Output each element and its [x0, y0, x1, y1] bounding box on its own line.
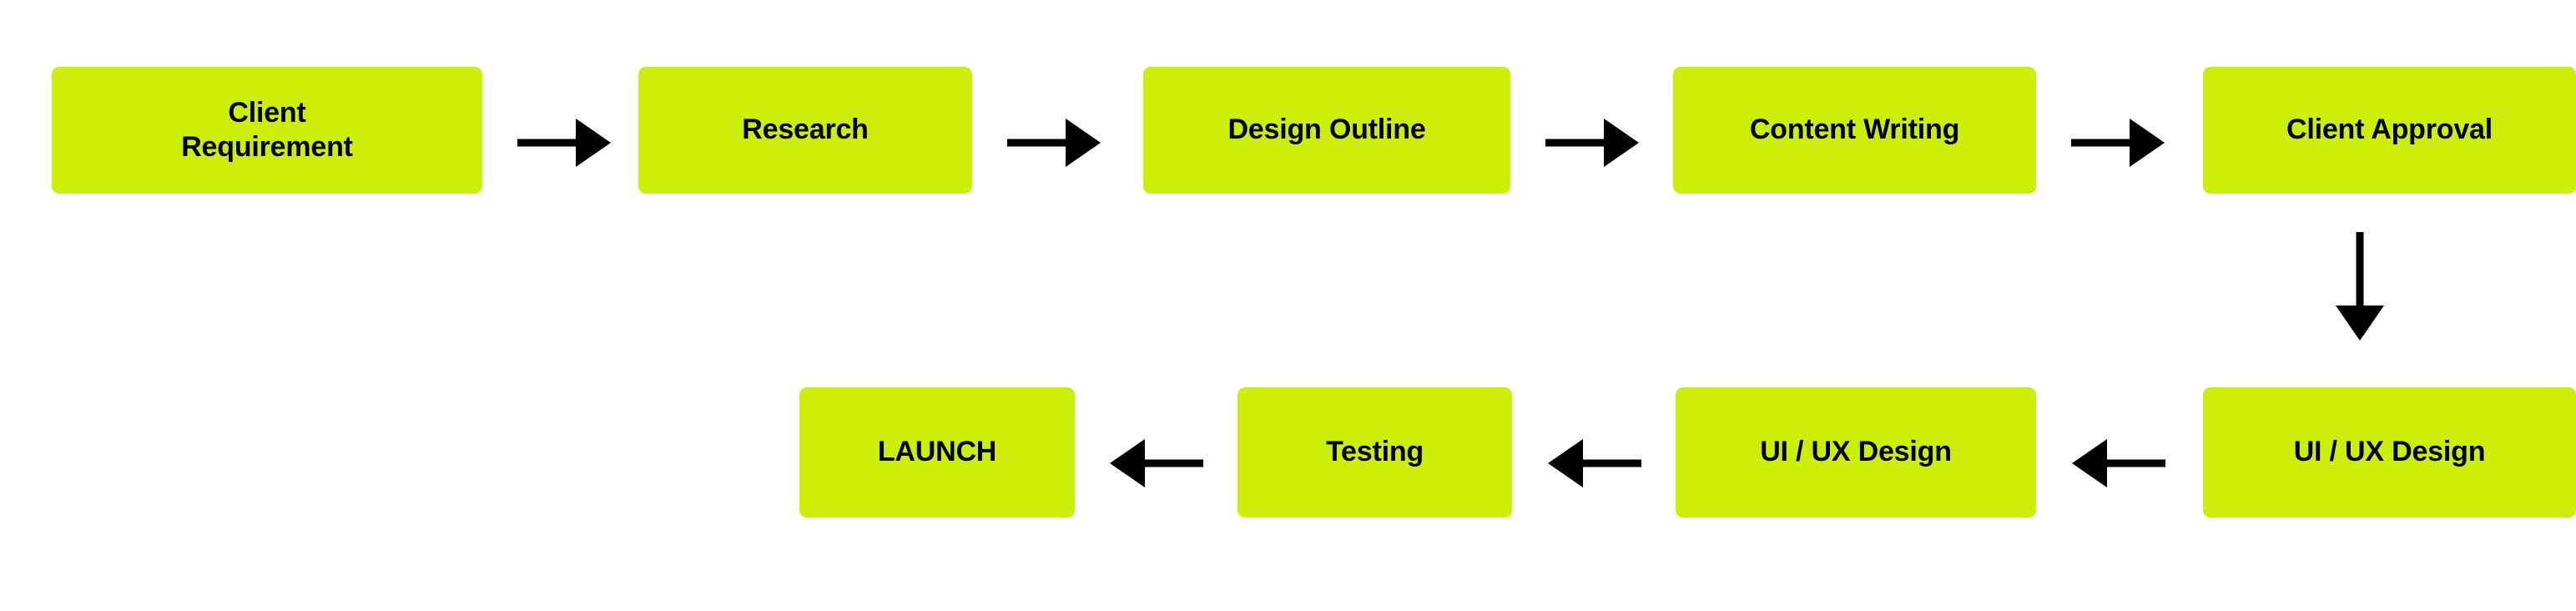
arrow-right-icon — [2071, 119, 2165, 167]
arrow-down-icon — [2336, 232, 2384, 341]
process-node-content-writing[interactable]: Content Writing — [1673, 67, 2036, 194]
process-node-label: Design Outline — [1228, 114, 1426, 146]
process-node-label: Client Approval — [2286, 114, 2493, 146]
arrow-left-icon — [1110, 439, 1203, 487]
process-node-ui-ux-design-2[interactable]: UI / UX Design — [1676, 387, 2036, 518]
process-node-label: Testing — [1326, 436, 1424, 468]
process-node-client-requirement[interactable]: Client Requirement — [52, 67, 482, 194]
process-node-client-approval[interactable]: Client Approval — [2203, 67, 2576, 194]
arrow-left-icon — [1548, 439, 1641, 487]
process-node-label: LAUNCH — [877, 436, 997, 468]
process-node-label: Client Requirement — [181, 96, 353, 163]
arrow-right-icon — [517, 119, 611, 167]
process-node-testing[interactable]: Testing — [1238, 387, 1512, 518]
process-node-ui-ux-design-1[interactable]: UI / UX Design — [2203, 387, 2576, 518]
process-node-label: UI / UX Design — [1760, 436, 1952, 468]
process-node-label: Content Writing — [1749, 114, 1960, 146]
process-node-launch[interactable]: LAUNCH — [799, 387, 1075, 518]
arrow-right-icon — [1545, 119, 1639, 167]
process-node-research[interactable]: Research — [638, 67, 972, 194]
process-node-label: Research — [742, 114, 869, 146]
arrow-left-icon — [2072, 439, 2165, 487]
process-node-label: UI / UX Design — [2293, 436, 2486, 468]
arrow-right-icon — [1007, 119, 1101, 167]
process-node-design-outline[interactable]: Design Outline — [1143, 67, 1510, 194]
